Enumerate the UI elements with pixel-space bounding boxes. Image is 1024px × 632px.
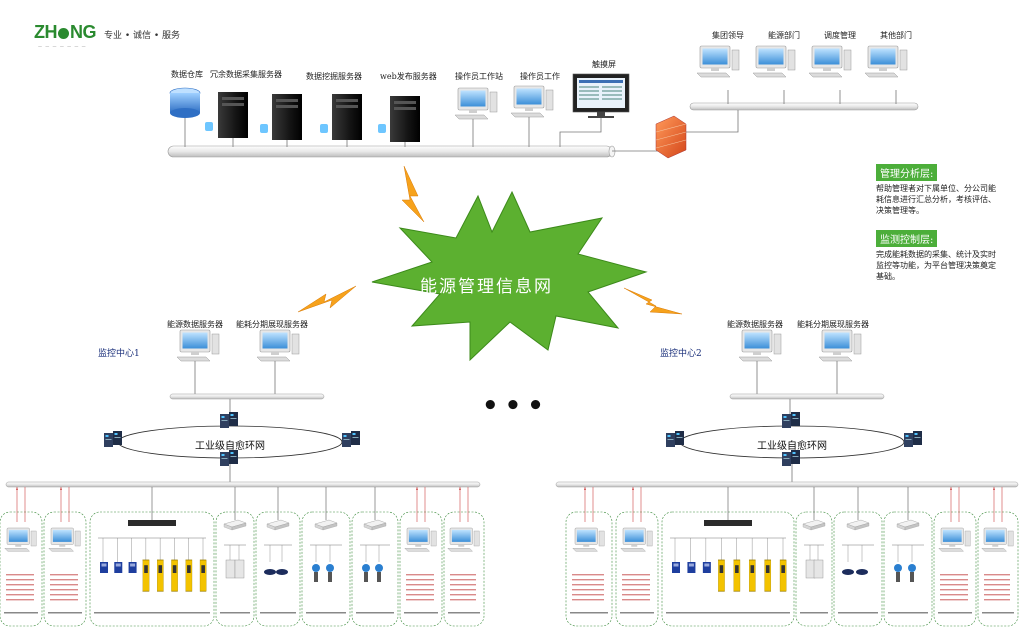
subsystem-box xyxy=(43,487,87,627)
subsystem-box xyxy=(565,487,613,627)
center1-server-label-data: 能源数据服务器 xyxy=(167,320,223,329)
network-label: 能源管理信息网 xyxy=(420,277,553,297)
department-label-dispatch: 调度管理 xyxy=(824,31,856,40)
workstation-label-2: 操作员工作 xyxy=(520,72,560,81)
center2-name: 监控中心2 xyxy=(660,349,702,359)
server-tower-icon xyxy=(260,94,302,147)
field-bus-left xyxy=(5,481,481,488)
subsystem-box xyxy=(89,487,215,627)
subsystem-box xyxy=(255,487,301,627)
workstation-label-1: 操作员工作站 xyxy=(455,72,503,81)
department-pc-icon xyxy=(752,45,796,78)
layer-title: 管理分析层: xyxy=(876,164,938,181)
layer-description: 帮助管理者对下属单位、分公司能耗信息进行汇总分析，考核评估、决策管理等。 xyxy=(876,184,996,215)
lightning-bolt-icon xyxy=(401,165,425,223)
center2-server-label-data: 能源数据服务器 xyxy=(727,320,783,329)
subsystem-box xyxy=(833,487,883,627)
department-pc-icon xyxy=(864,45,908,78)
server-label-data-mining: 数据挖掘服务器 xyxy=(306,72,362,81)
department-pc-icon xyxy=(808,45,852,78)
center2-ring-label: 工业级自愈环网 xyxy=(757,441,827,452)
layer-management-analysis: 管理分析层: 帮助管理者对下属单位、分公司能耗信息进行汇总分析，考核评估、决策管… xyxy=(876,162,996,216)
layer-monitoring-control: 监测控制层: 完成能耗数据的采集、统计及实时监控等功能，为平台管理决策奠定基础。 xyxy=(876,228,996,282)
workstation-icon xyxy=(510,85,554,147)
center2-server-label-display: 能耗分期展现服务器 xyxy=(797,320,869,329)
department-bus xyxy=(612,90,919,152)
department-label-other: 其他部门 xyxy=(880,31,912,40)
lightning-bolt-icon xyxy=(297,285,357,313)
subsystem-group-left xyxy=(0,487,485,627)
monitor-center-2 xyxy=(666,329,922,482)
subsystem-box xyxy=(399,487,443,627)
server-label-web-publish: web发布服务器 xyxy=(380,72,437,81)
database-icon xyxy=(169,87,201,147)
server-tower-icon xyxy=(320,94,362,147)
center1-server-label-display: 能耗分期展现服务器 xyxy=(236,320,308,329)
server-label-redundant-collector: 冗余数据采集服务器 xyxy=(210,70,282,79)
subsystem-group-right xyxy=(565,487,1019,627)
workstation-icon xyxy=(454,87,498,147)
subsystem-box xyxy=(661,487,795,627)
department-label-energy: 能源部门 xyxy=(768,31,800,40)
subsystem-box xyxy=(883,487,933,627)
subsystem-box xyxy=(351,487,399,627)
subsystem-box xyxy=(0,487,43,627)
center1-ring-label: 工业级自愈环网 xyxy=(195,441,265,452)
subsystem-box xyxy=(933,487,977,627)
network-starburst xyxy=(371,190,648,362)
server-tower-icon xyxy=(205,92,248,147)
subsystem-box xyxy=(215,487,255,627)
subsystem-box xyxy=(795,487,833,627)
lightning-bolt-icon xyxy=(623,287,683,315)
brand-subline: — — — — — — — xyxy=(38,44,87,49)
server-label-data-warehouse: 数据仓库 xyxy=(171,70,203,79)
server-tower-icon xyxy=(378,96,420,147)
layer-title: 监测控制层: xyxy=(876,230,938,247)
department-label-leadership: 集团领导 xyxy=(712,31,744,40)
subsystem-box xyxy=(301,487,351,627)
top-lan-bus xyxy=(167,145,616,158)
subsystem-box xyxy=(443,487,485,627)
center1-name: 监控中心1 xyxy=(98,349,140,359)
field-bus-right xyxy=(555,481,1019,488)
layer-description: 完成能耗数据的采集、统计及实时监控等功能，为平台管理决策奠定基础。 xyxy=(876,250,996,281)
firewall-icon xyxy=(655,115,687,159)
department-pc-icon xyxy=(696,45,740,78)
more-centers-ellipsis: ••• xyxy=(482,391,550,421)
touchscreen-icon xyxy=(559,73,630,147)
subsystem-box xyxy=(977,487,1019,627)
monitor-center-1 xyxy=(104,329,360,482)
brand-slogan: 专业 • 诚信 • 服务 xyxy=(104,31,181,41)
touchscreen-label: 触摸屏 xyxy=(592,60,616,69)
subsystem-box xyxy=(615,487,659,627)
